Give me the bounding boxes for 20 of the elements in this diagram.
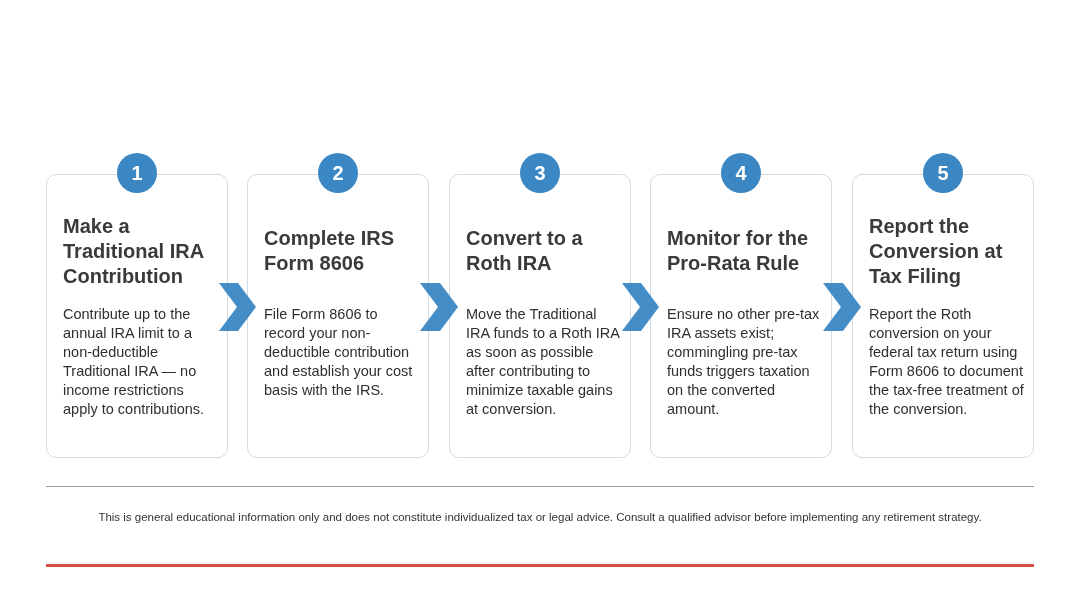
step-number: 3 [520, 153, 560, 193]
step-heading: Monitor for the Pro-Rata Rule [667, 226, 810, 276]
step-heading: Make a Traditional IRA Contribution [63, 213, 205, 289]
chevron-arrow [823, 283, 861, 331]
step-number: 2 [318, 153, 358, 193]
chevron-arrow [219, 283, 256, 331]
step-number: 4 [721, 153, 761, 193]
disclaimer-text: This is general educational information only and does not constitute individualized tax or legal advice. Consult a qualified advisor before implementing any retirement strategy. [97, 511, 983, 523]
step-heading: Complete IRS Form 8606 [264, 226, 396, 276]
chevron-arrow [622, 283, 659, 331]
step-description: Move the Traditional IRA funds to a Roth IRA as soon as possible after contributing to minimize taxable gains at conversion. [466, 305, 621, 419]
step-number: 1 [117, 153, 157, 193]
step-description: Report the Roth conversion on your federal tax return using Form 8606 to document the tax-free treatment of the conversion. [869, 305, 1025, 419]
step-description: File Form 8606 to record your non-deductible contribution and establish your cost basis with the IRS. [264, 305, 414, 400]
step-heading: Report the Conversion at Tax Filing [869, 213, 1004, 289]
step-number: 5 [923, 153, 963, 193]
step-heading: Convert to a Roth IRA [466, 226, 584, 276]
chevron-arrow [420, 283, 458, 331]
step-description: Contribute up to the annual IRA limit to a non-deductible Traditional IRA — no income restrictions apply to contributions. [63, 305, 206, 419]
step-description: Ensure no other pre-tax IRA assets exist; commingling pre-tax funds triggers taxation on the converted amount. [667, 305, 821, 419]
